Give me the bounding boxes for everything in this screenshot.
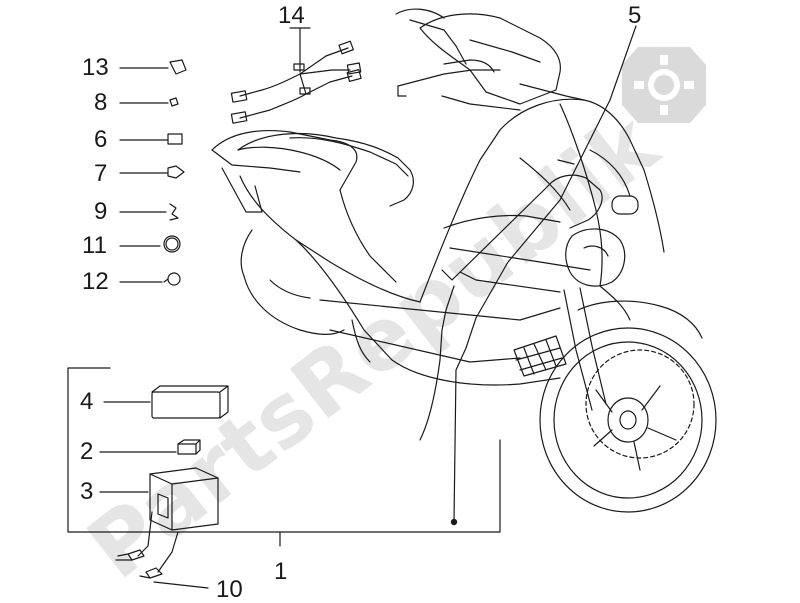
callout-2: 2 bbox=[80, 438, 94, 465]
part-4-box bbox=[151, 391, 221, 419]
callout-3: 3 bbox=[80, 478, 94, 505]
bracket-1 bbox=[67, 367, 501, 533]
callout-4: 4 bbox=[80, 388, 94, 415]
callout-12: 12 bbox=[82, 268, 109, 295]
callout-10: 10 bbox=[216, 576, 243, 603]
part-14-harness bbox=[230, 27, 362, 124]
callout-14: 14 bbox=[278, 2, 305, 29]
small-parts bbox=[119, 59, 187, 286]
callout-11: 11 bbox=[82, 232, 107, 259]
scooter-outline bbox=[211, 8, 717, 513]
leader-5 bbox=[453, 25, 637, 523]
callout-1: 1 bbox=[274, 558, 288, 585]
callout-6: 6 bbox=[94, 126, 108, 153]
callout-7: 7 bbox=[94, 160, 108, 187]
callout-9: 9 bbox=[94, 198, 108, 225]
connector-dot bbox=[450, 518, 458, 526]
gear-icon bbox=[622, 47, 706, 123]
callout-13: 13 bbox=[82, 54, 109, 81]
callout-5: 5 bbox=[628, 2, 642, 29]
callout-8: 8 bbox=[94, 89, 108, 116]
